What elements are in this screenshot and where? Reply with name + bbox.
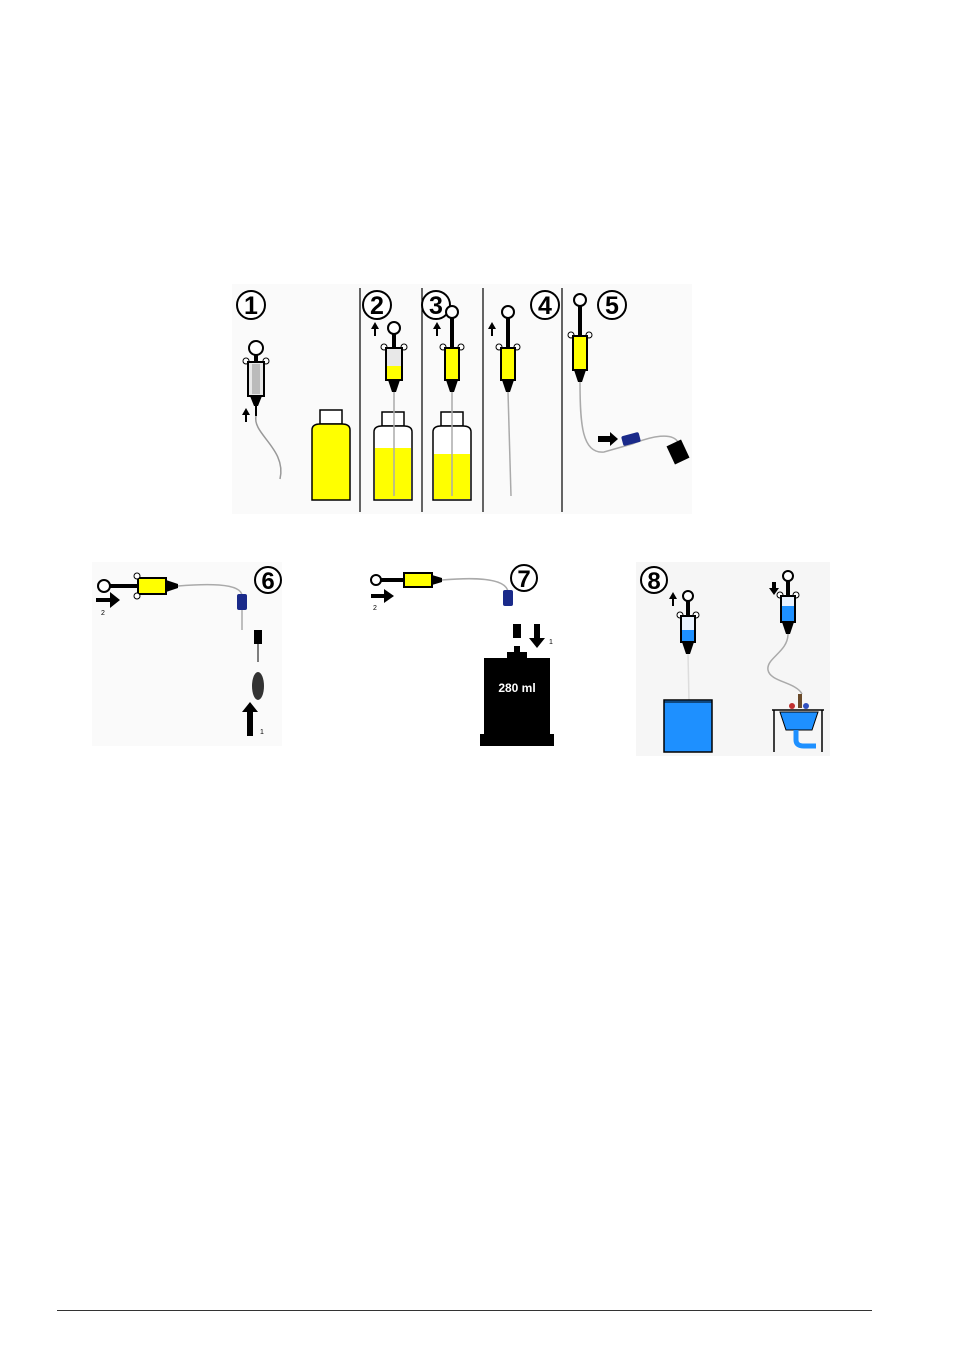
step-6-illustration: 6 2 1 (92, 562, 282, 746)
beaker-icon (664, 700, 712, 752)
svg-text:2: 2 (370, 292, 384, 320)
arrow-label: 2 (373, 605, 377, 612)
step-4-badge: 4 (531, 291, 559, 320)
step-1-badge: 1 (237, 291, 265, 320)
bottle-icon (312, 410, 350, 500)
cartridge-icon (252, 672, 264, 700)
svg-text:5: 5 (605, 292, 619, 320)
cartridge-icon (513, 624, 521, 638)
svg-text:8: 8 (647, 568, 660, 595)
svg-text:1: 1 (244, 292, 258, 320)
step-7-illustration: 7 2 1 280 ml (366, 562, 556, 748)
svg-text:3: 3 (429, 292, 443, 320)
footer-rule (57, 1310, 872, 1311)
step-3-badge: 3 (422, 291, 450, 320)
svg-text:4: 4 (538, 292, 552, 320)
step-5-badge: 5 (598, 291, 626, 320)
arrow-label: 1 (549, 639, 553, 646)
cartridge-icon: 280 ml (480, 646, 554, 746)
cartridge-volume-label: 280 ml (498, 681, 535, 695)
arrow-label: 1 (260, 729, 264, 736)
step-8-illustration: 8 (636, 562, 830, 756)
arrow-label: 2 (101, 610, 105, 617)
adapter-icon (503, 590, 513, 606)
cartridge-icon (254, 630, 262, 644)
svg-text:7: 7 (517, 566, 530, 593)
svg-text:6: 6 (261, 568, 274, 595)
adapter-icon (237, 594, 247, 610)
step-2-badge: 2 (363, 291, 391, 320)
steps-1-5-illustration: 1 2 3 4 5 (232, 284, 692, 514)
